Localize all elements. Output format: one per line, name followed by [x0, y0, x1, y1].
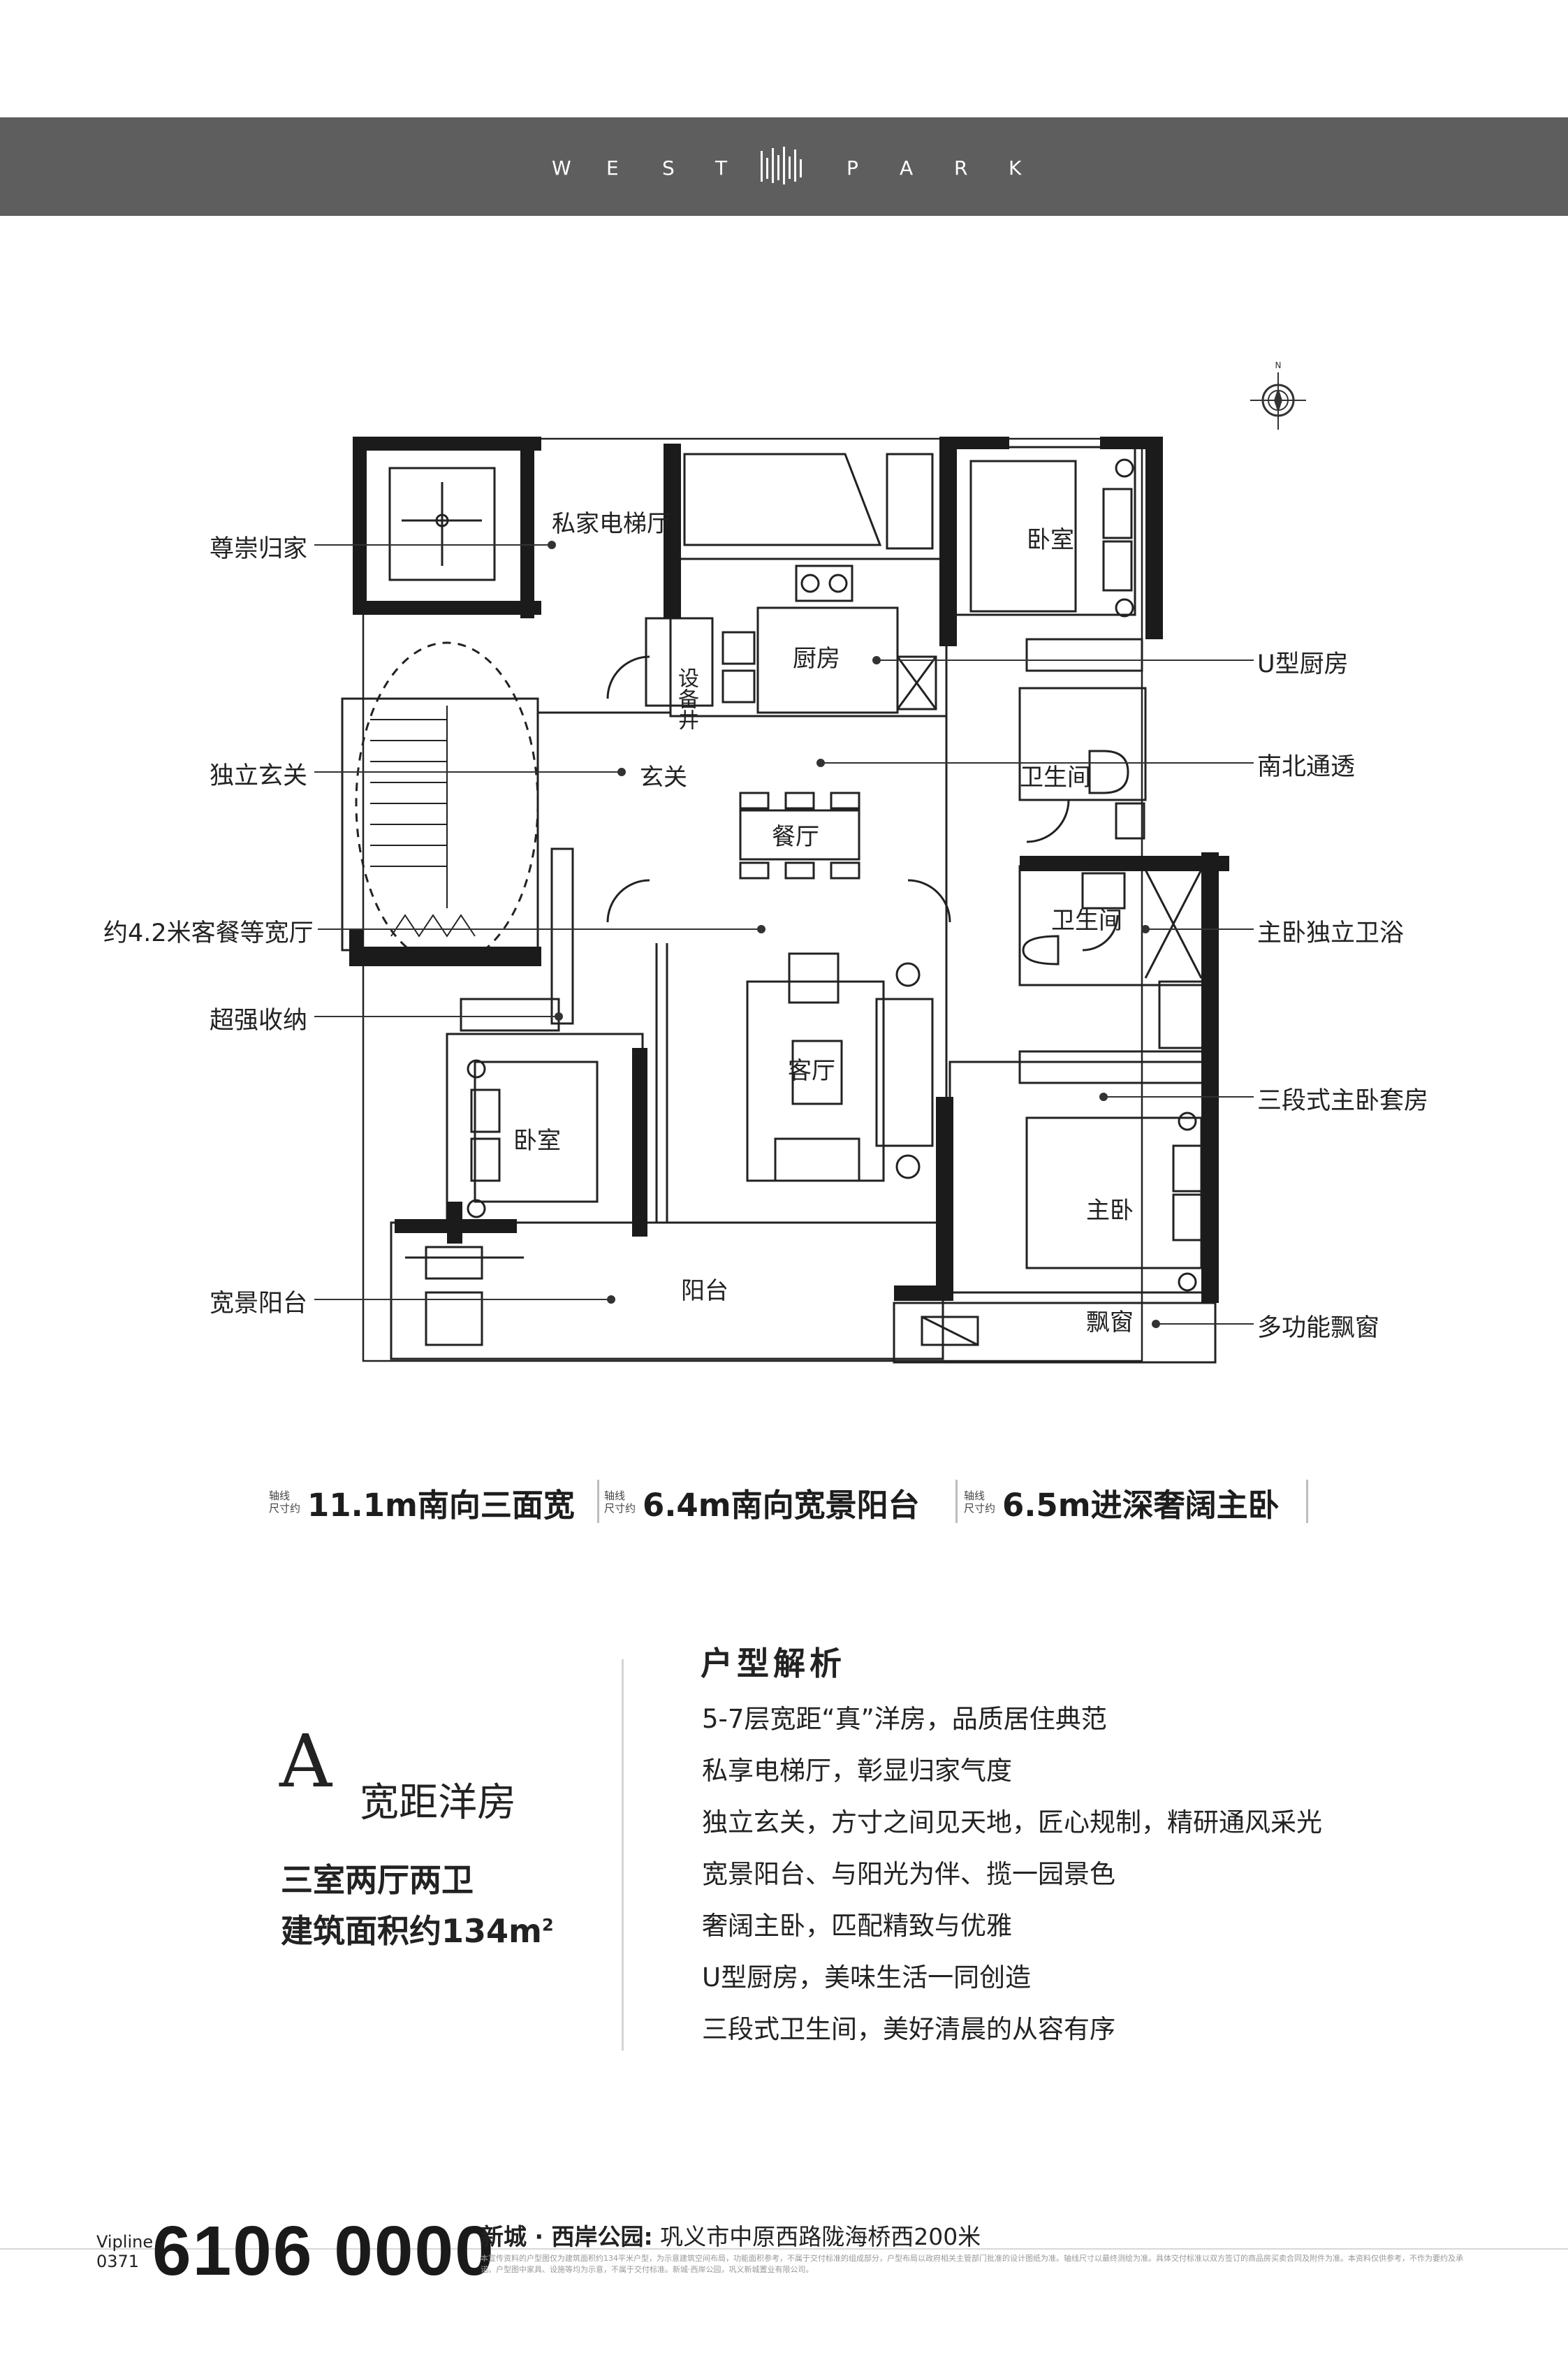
room-label-master-bathroom: 卫生间 [1051, 907, 1122, 935]
callout-right: 主卧独立卫浴 [1257, 919, 1405, 947]
room-label-bedroom-north: 卧室 [1027, 526, 1074, 554]
room-label-bay-window: 飘窗 [1086, 1309, 1134, 1336]
brand-letter: W [552, 156, 571, 180]
brand-letter: K [1009, 156, 1022, 180]
phone-number: 6106 0000 [152, 2212, 495, 2290]
highlight-master: 轴线尺寸约 6.5m进深奢阔主卧 [964, 1474, 1280, 1530]
callout-left: 约4.2米客餐等宽厅 [103, 919, 314, 947]
floor-plan-drawing [314, 437, 1254, 1364]
brand-letter: T [715, 156, 728, 180]
highlight-tiny-top: 轴线 [604, 1489, 626, 1502]
room-label-kitchen: 厨房 [793, 645, 840, 673]
highlight-separator [1306, 1480, 1308, 1523]
brand-letter: R [954, 156, 968, 180]
unit-rooms: 三室两厅两卫 [281, 1861, 474, 1899]
room-label-private-lobby: 私家电梯厅 [552, 510, 671, 538]
room-label-living: 客厅 [788, 1057, 835, 1085]
highlight-text: 6.5m进深奢阔主卧 [1002, 1486, 1280, 1524]
analysis-heading: 户型解析 [701, 1645, 846, 1682]
disclaimer-text: 本宣传资料的户型图仅为建筑面积约134平米户型，为示意建筑空间布局，功能面积参考… [481, 2254, 1463, 2274]
unit-area-sup: 2 [541, 1915, 554, 1935]
highlight-separator [955, 1480, 958, 1523]
analysis-item: 5-7层宽距“真”洋房，品质居住典范 [702, 1704, 1107, 1734]
callout-right: 南北通透 [1257, 753, 1356, 781]
analysis-item: 奢阔主卧，匹配精致与优雅 [702, 1911, 1012, 1941]
analysis-item: 宽景阳台、与阳光为伴、揽一园景色 [702, 1859, 1115, 1889]
room-label-dining: 餐厅 [772, 823, 819, 851]
highlight-text: 6.4m南向宽景阳台 [643, 1486, 920, 1524]
address-text: 巩义市中原西路陇海桥西200米 [660, 2223, 981, 2250]
callout-left: 独立玄关 [210, 762, 308, 790]
room-label-master: 主卧 [1086, 1197, 1134, 1225]
highlight-frontage: 轴线尺寸约 11.1m南向三面宽 [269, 1474, 575, 1530]
unit-title: 宽距洋房 [360, 1780, 516, 1826]
highlight-tiny-bottom: 尺寸约 [269, 1502, 301, 1515]
highlight-tiny-top: 轴线 [964, 1489, 986, 1502]
brand-letter: E [606, 156, 619, 180]
callout-left: 超强收纳 [210, 1007, 308, 1035]
highlight-tiny-bottom: 尺寸约 [604, 1502, 636, 1515]
vipline-top: Vipline [96, 2232, 154, 2252]
analysis-item: 三段式卫生间，美好清晨的从容有序 [702, 2014, 1115, 2044]
divider-line [622, 1659, 624, 2050]
analysis-item: 私享电梯厅，彰显归家气度 [702, 1756, 1012, 1786]
unit-letter: A [279, 1719, 332, 1804]
room-label-balcony: 阳台 [681, 1277, 728, 1305]
analysis-item: 独立玄关，方寸之间见天地，匠心规制，精研通风采光 [702, 1807, 1322, 1837]
project-name: 新城 · 西岸公园: [481, 2223, 653, 2250]
highlight-tiny-bottom: 尺寸约 [964, 1502, 996, 1515]
footer-rule [0, 2248, 1568, 2250]
callout-right: U型厨房 [1257, 650, 1349, 678]
unit-area-text: 建筑面积约134m [281, 1912, 542, 1950]
vipline-area-code: 0371 [96, 2252, 140, 2271]
highlight-tiny-top: 轴线 [269, 1489, 291, 1502]
brand-letter: S [662, 156, 675, 180]
brand-letter: A [900, 156, 914, 180]
brand-letter: P [847, 156, 858, 180]
callout-right: 三段式主卧套房 [1257, 1087, 1429, 1115]
barcode-style-logo-icon [761, 147, 802, 184]
highlight-text: 11.1m南向三面宽 [307, 1486, 575, 1524]
callout-left: 尊崇归家 [210, 535, 308, 563]
address-line: 新城 · 西岸公园: 巩义市中原西路陇海桥西200米 [481, 2218, 981, 2252]
svg-text:N: N [1275, 360, 1282, 370]
callout-left: 宽景阳台 [210, 1290, 308, 1318]
unit-area: 建筑面积约134m2 [281, 1906, 554, 1952]
room-label-entry: 玄关 [640, 764, 687, 792]
highlight-balcony: 轴线尺寸约 6.4m南向宽景阳台 [604, 1474, 920, 1530]
vipline-label: Vipline 0371 [96, 2232, 153, 2271]
callout-right: 多功能飘窗 [1257, 1314, 1380, 1342]
compass-north-icon: N [1250, 360, 1306, 430]
room-label-bedroom-south: 卧室 [513, 1127, 561, 1155]
analysis-item: U型厨房，美味生活一同创造 [702, 1962, 1032, 1993]
room-label-equipment-well: 设备井 [674, 667, 698, 730]
highlight-separator [597, 1480, 599, 1523]
room-label-bathroom: 卫生间 [1020, 764, 1091, 792]
